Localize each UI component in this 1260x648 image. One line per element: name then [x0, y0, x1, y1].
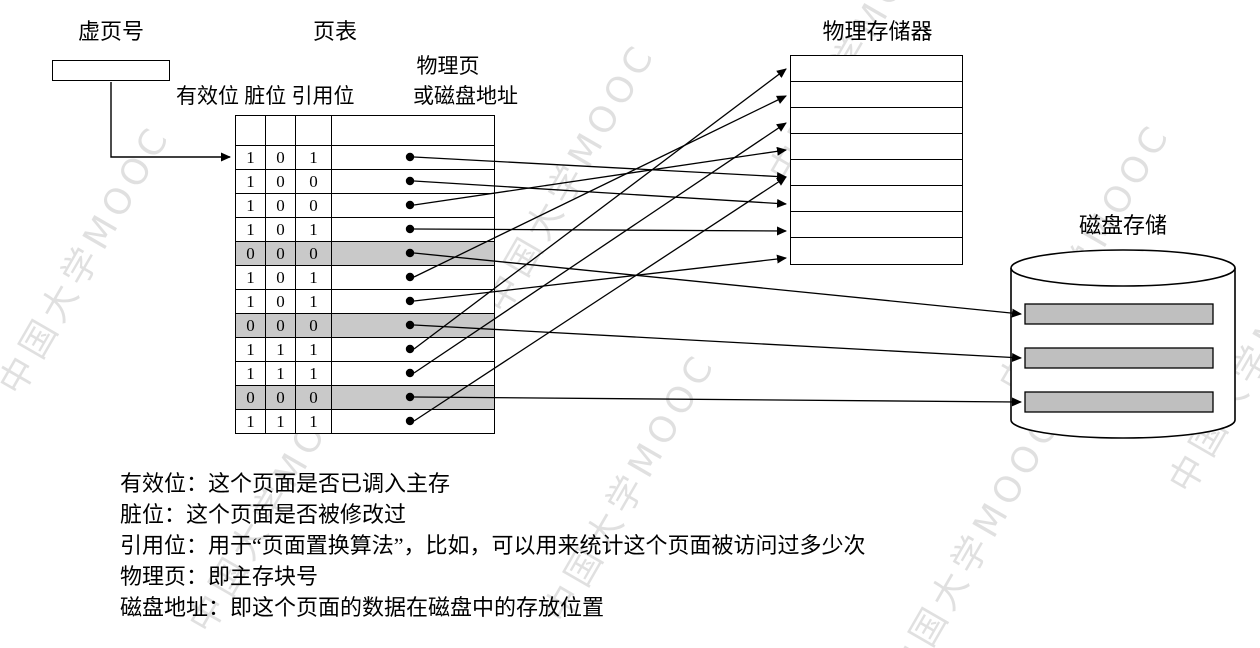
- pointer-cell: [332, 410, 494, 433]
- dirty-bit-cell: 1: [266, 362, 296, 385]
- dirty-bit-cell: 0: [266, 266, 296, 289]
- valid-bit-cell: 1: [236, 194, 266, 217]
- pointer-cell: [332, 146, 494, 169]
- dirty-bit-cell: 0: [266, 218, 296, 241]
- ref-bit-cell: 1: [296, 362, 332, 385]
- pointer-cell: [332, 170, 494, 193]
- virtual-page-number-box: [52, 60, 170, 81]
- ref-bit-cell: 0: [296, 242, 332, 265]
- valid-bit-cell: 0: [236, 242, 266, 265]
- legend: 有效位：这个页面是否已调入主存 脏位：这个页面是否被修改过 引用位：用于“页面置…: [120, 468, 866, 623]
- page-table-header-bits: 有效位 脏位 引用位: [176, 84, 355, 108]
- dirty-bit-cell: 0: [266, 146, 296, 169]
- memory-slot: [791, 108, 962, 134]
- legend-line-phys-page: 物理页：即主存块号: [120, 564, 319, 589]
- pointer-cell: [332, 116, 494, 145]
- bit-cell: [296, 116, 332, 145]
- valid-bit-cell: 1: [236, 290, 266, 313]
- legend-line-dirty-bit: 脏位：这个页面是否被修改过: [120, 502, 407, 527]
- legend-line-valid-bit: 有效位：这个页面是否已调入主存: [120, 471, 451, 496]
- memory-slot: [791, 160, 962, 186]
- legend-line-disk-addr: 磁盘地址：即这个页面的数据在磁盘中的存放位置: [120, 595, 605, 620]
- disk-cylinder-top: [1010, 249, 1236, 287]
- dirty-bit-cell: 1: [266, 338, 296, 361]
- memory-slot: [791, 186, 962, 212]
- pointer-cell: [332, 242, 494, 265]
- ref-bit-cell: 0: [296, 314, 332, 337]
- dirty-bit-cell: 0: [266, 170, 296, 193]
- memory-slot: [791, 56, 962, 82]
- pointer-cell: [332, 314, 494, 337]
- pointer-cell: [332, 194, 494, 217]
- dirty-bit-cell: 1: [266, 410, 296, 433]
- valid-bit-cell: 1: [236, 362, 266, 385]
- physical-memory-title: 物理存储器: [822, 19, 933, 44]
- disk-block: [1024, 303, 1214, 325]
- valid-bit-cell: 0: [236, 314, 266, 337]
- valid-bit-cell: 1: [236, 338, 266, 361]
- pointer-cell: [332, 386, 494, 409]
- ref-bit-cell: 0: [296, 194, 332, 217]
- dirty-bit-cell: 0: [266, 314, 296, 337]
- physical-memory-box: [790, 55, 963, 265]
- ref-bit-cell: 1: [296, 218, 332, 241]
- ref-bit-cell: 0: [296, 170, 332, 193]
- ref-bit-cell: 0: [296, 386, 332, 409]
- dirty-bit-cell: 0: [266, 194, 296, 217]
- disk-storage-title: 磁盘存储: [1078, 213, 1167, 238]
- valid-bit-cell: 1: [236, 410, 266, 433]
- valid-bit-cell: 1: [236, 170, 266, 193]
- ref-bit-cell: 1: [296, 410, 332, 433]
- disk-block: [1024, 347, 1214, 369]
- valid-bit-cell: 0: [236, 386, 266, 409]
- valid-bit-cell: 1: [236, 266, 266, 289]
- page-table-header-physical-page: 物理页: [416, 54, 480, 78]
- valid-bit-cell: 1: [236, 218, 266, 241]
- ref-bit-cell: 1: [296, 290, 332, 313]
- legend-line-ref-bit: 引用位：用于“页面置换算法”，比如，可以用来统计这个页面被访问过多少次: [120, 533, 866, 558]
- dirty-bit-cell: 0: [266, 386, 296, 409]
- page-table-header-disk-addr: 或磁盘地址: [413, 84, 518, 108]
- valid-bit-cell: 1: [236, 146, 266, 169]
- memory-slot: [791, 238, 962, 264]
- pointer-cell: [332, 362, 494, 385]
- pointer-cell: [332, 218, 494, 241]
- virtual-page-label: 虚页号: [77, 19, 144, 44]
- watermark-text: 中国大学MOOC: [0, 117, 180, 403]
- ref-bit-cell: 1: [296, 338, 332, 361]
- bit-cell: [266, 116, 296, 145]
- ref-bit-cell: 1: [296, 266, 332, 289]
- ref-bit-cell: 1: [296, 146, 332, 169]
- pointer-cell: [332, 266, 494, 289]
- dirty-bit-cell: 0: [266, 242, 296, 265]
- dirty-bit-cell: 0: [266, 290, 296, 313]
- bit-cell: [236, 116, 266, 145]
- disk-cylinder: [1010, 249, 1236, 439]
- page-table-empty-row: [236, 116, 494, 145]
- memory-slot: [791, 82, 962, 108]
- memory-slot: [791, 134, 962, 160]
- pointer-cell: [332, 338, 494, 361]
- pointer-cell: [332, 290, 494, 313]
- disk-block: [1024, 391, 1214, 413]
- page-table-title: 页表: [312, 19, 357, 44]
- memory-slot: [791, 212, 962, 238]
